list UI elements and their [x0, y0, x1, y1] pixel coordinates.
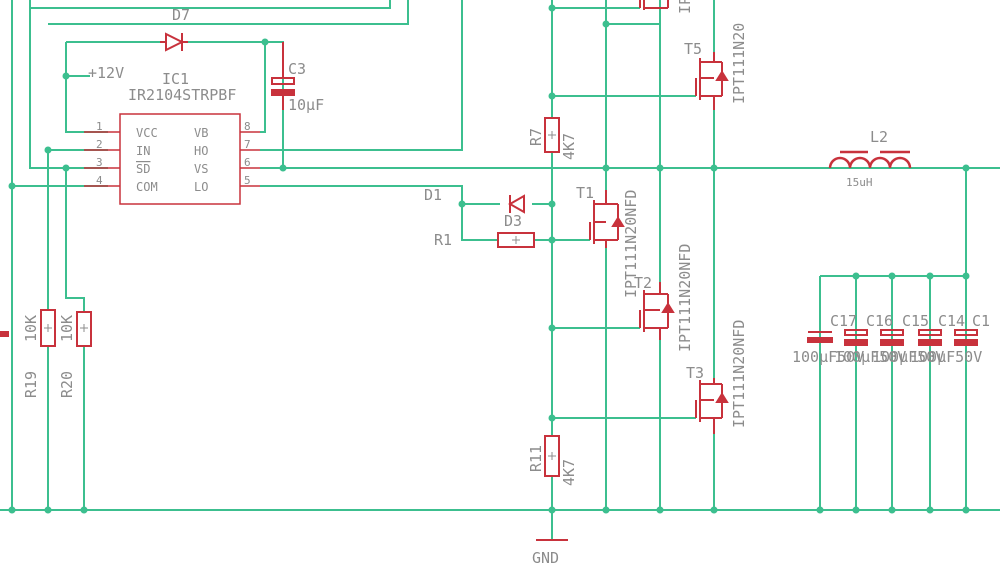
- c14-name: C14: [938, 312, 965, 330]
- r19-value: 10K: [22, 315, 40, 342]
- ic1-pin6-name: VS: [194, 162, 208, 176]
- capacitor-c3: [271, 42, 295, 110]
- d1-label: D1: [424, 186, 442, 204]
- r1-label: R1: [434, 231, 452, 249]
- diode-d3: [507, 194, 525, 214]
- t5-part: IPT111N20: [730, 23, 748, 104]
- r20-value: 10K: [58, 315, 76, 342]
- r11-value: 4K7: [560, 459, 578, 486]
- ic1-pin3-name: SD: [136, 162, 150, 176]
- inductor-l2: [828, 150, 912, 169]
- c1-name: C1: [972, 312, 990, 330]
- ic1-name: IC1: [162, 70, 189, 88]
- t2-part: IPT111N20NFD: [676, 244, 694, 352]
- c16-name: C16: [866, 312, 893, 330]
- ic1-pin8-name: VB: [194, 126, 208, 140]
- t3-name: T3: [686, 364, 704, 382]
- caps-value-2: 100µF50V: [834, 348, 906, 366]
- diode-d7: [160, 32, 188, 52]
- t1-part: IPT111N20NFD: [622, 190, 640, 298]
- c3-value: 10µF: [288, 96, 324, 114]
- l2-value: 15uH: [846, 176, 873, 189]
- t3-part: IPT111N20NFD: [730, 320, 748, 428]
- ic1-part: IR2104STRPBF: [128, 86, 236, 104]
- c17-name: C17: [830, 312, 857, 330]
- caps-value-3: 100µF50V: [872, 348, 944, 366]
- resistor-marks: [44, 131, 556, 460]
- ic1-pin7-num: 7: [244, 138, 251, 151]
- t5-name: T5: [684, 40, 702, 58]
- labels: D7 +12V IC1 IR2104STRPBF C3 10µF 1 2 3 4…: [22, 0, 990, 567]
- r19-name: R19: [22, 371, 40, 398]
- vcc-label: +12V: [88, 64, 124, 82]
- caps-value-1: 100µF50V: [792, 348, 864, 366]
- wires: [0, 0, 1000, 540]
- c3-name: C3: [288, 60, 306, 78]
- caps-value-4: 100µF50V: [910, 348, 982, 366]
- t2-name: T2: [634, 274, 652, 292]
- ic1-pin4-num: 4: [96, 174, 103, 187]
- l2-name: L2: [870, 128, 888, 146]
- ic1-pin6-num: 6: [244, 156, 251, 169]
- t-top-part: IPT111N20: [676, 0, 694, 14]
- ic1-pin8-num: 8: [244, 120, 251, 133]
- gnd-label: GND: [532, 549, 559, 567]
- mosfets: [589, 0, 729, 434]
- ic1-pin1-num: 1: [96, 120, 103, 133]
- ic1-pin2-num: 2: [96, 138, 103, 151]
- t1-name: T1: [576, 184, 594, 202]
- d7-label: D7: [172, 6, 190, 24]
- r11-name: R11: [527, 445, 545, 472]
- ic1-body: [84, 113, 260, 205]
- ic1-pin5-name: LO: [194, 180, 208, 194]
- r7-name: R7: [527, 128, 545, 146]
- d3-label: D3: [504, 212, 522, 230]
- c15-name: C15: [902, 312, 929, 330]
- ic1-pin2-name: IN: [136, 144, 150, 158]
- ic1-pin1-name: VCC: [136, 126, 158, 140]
- ic1-pin5-num: 5: [244, 174, 251, 187]
- ic1-pin3-num: 3: [96, 156, 103, 169]
- junction-dots: [8, 4, 970, 514]
- resistor-bodies: [40, 117, 560, 477]
- ic1-pin7-name: HO: [194, 144, 208, 158]
- r7-value: 4K7: [560, 133, 578, 160]
- r20-name: R20: [58, 371, 76, 398]
- ic1-pin4-name: COM: [136, 180, 158, 194]
- output-caps: [0, 329, 978, 346]
